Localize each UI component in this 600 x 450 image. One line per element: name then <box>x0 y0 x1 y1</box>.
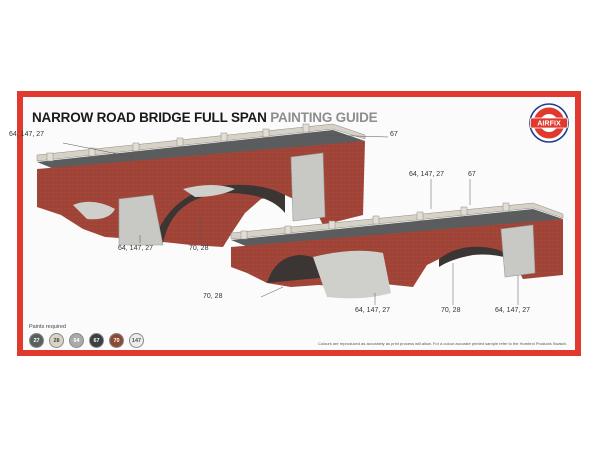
logo-text: AIRFIX <box>537 119 561 128</box>
bridge-illustrations <box>36 123 564 305</box>
paint-swatches: 27 28 64 67 70 147 <box>29 333 144 348</box>
logo-banner <box>530 117 568 129</box>
callout-b2-mid: 64, 147, 27 <box>355 307 391 314</box>
paint-code: 64 <box>73 337 80 344</box>
title-main: NARROW ROAD BRIDGE FULL SPAN <box>32 110 267 125</box>
bridge-1-balusters <box>46 123 310 162</box>
colour-disclaimer: Colours are reproduced as accurately as … <box>317 341 567 346</box>
bridge-2-arch-right <box>439 246 511 267</box>
callout-b2-top-left: 64, 147, 27 <box>409 171 445 178</box>
callout-b1-arch: 70, 28 <box>189 245 209 252</box>
callout-b2-top-right: 67 <box>468 171 476 178</box>
callout-b2-right: 64, 147, 27 <box>495 307 531 314</box>
bridge-2-parapet <box>230 202 564 240</box>
title-accent: PAINTING GUIDE <box>270 110 378 125</box>
paint-swatch: 64 <box>69 333 84 348</box>
paint-code: 70 <box>113 337 120 344</box>
paint-code: 27 <box>33 337 40 344</box>
bridge-2-arch-left <box>267 255 329 283</box>
bridge-2-balusters <box>240 202 510 240</box>
bridge-1-stone-patch <box>73 201 115 220</box>
paint-swatch: 28 <box>49 333 64 348</box>
painting-guide-sheet: NARROW ROAD BRIDGE FULL SPAN PAINTING GU… <box>9 91 581 356</box>
paint-swatch: 70 <box>109 333 124 348</box>
bridge-1-stone-patch-2 <box>183 185 235 197</box>
callout-b2-arch: 70, 28 <box>441 307 461 314</box>
paint-code: 67 <box>93 337 100 344</box>
airfix-logo: AIRFIX <box>529 103 569 143</box>
bridge-2-stone-face <box>313 250 391 299</box>
bridge-1-arch-opening <box>153 184 285 243</box>
callout-b2-left: 70, 28 <box>203 293 223 300</box>
callout-top-left: 64, 147, 27 <box>9 131 45 138</box>
bridge-1-parapet <box>36 123 366 162</box>
paint-code: 147 <box>131 337 142 344</box>
callout-b1-pillar: 64, 147, 27 <box>118 245 154 252</box>
paints-required-label: Paints required <box>29 324 66 330</box>
bridge-2 <box>230 202 564 299</box>
paint-swatch: 67 <box>89 333 104 348</box>
bridge-1-pillar <box>118 194 164 246</box>
callout-leaders <box>62 134 519 305</box>
bridge-1 <box>36 123 366 247</box>
bridge-2-pillar-right <box>500 224 536 278</box>
paint-swatch: 147 <box>129 333 144 348</box>
paint-swatch: 27 <box>29 333 44 348</box>
bridge-1-pillar-right <box>290 152 326 222</box>
callout-top-right: 67 <box>390 131 398 138</box>
paint-code: 28 <box>53 337 60 344</box>
page-title: NARROW ROAD BRIDGE FULL SPAN PAINTING GU… <box>32 110 378 125</box>
